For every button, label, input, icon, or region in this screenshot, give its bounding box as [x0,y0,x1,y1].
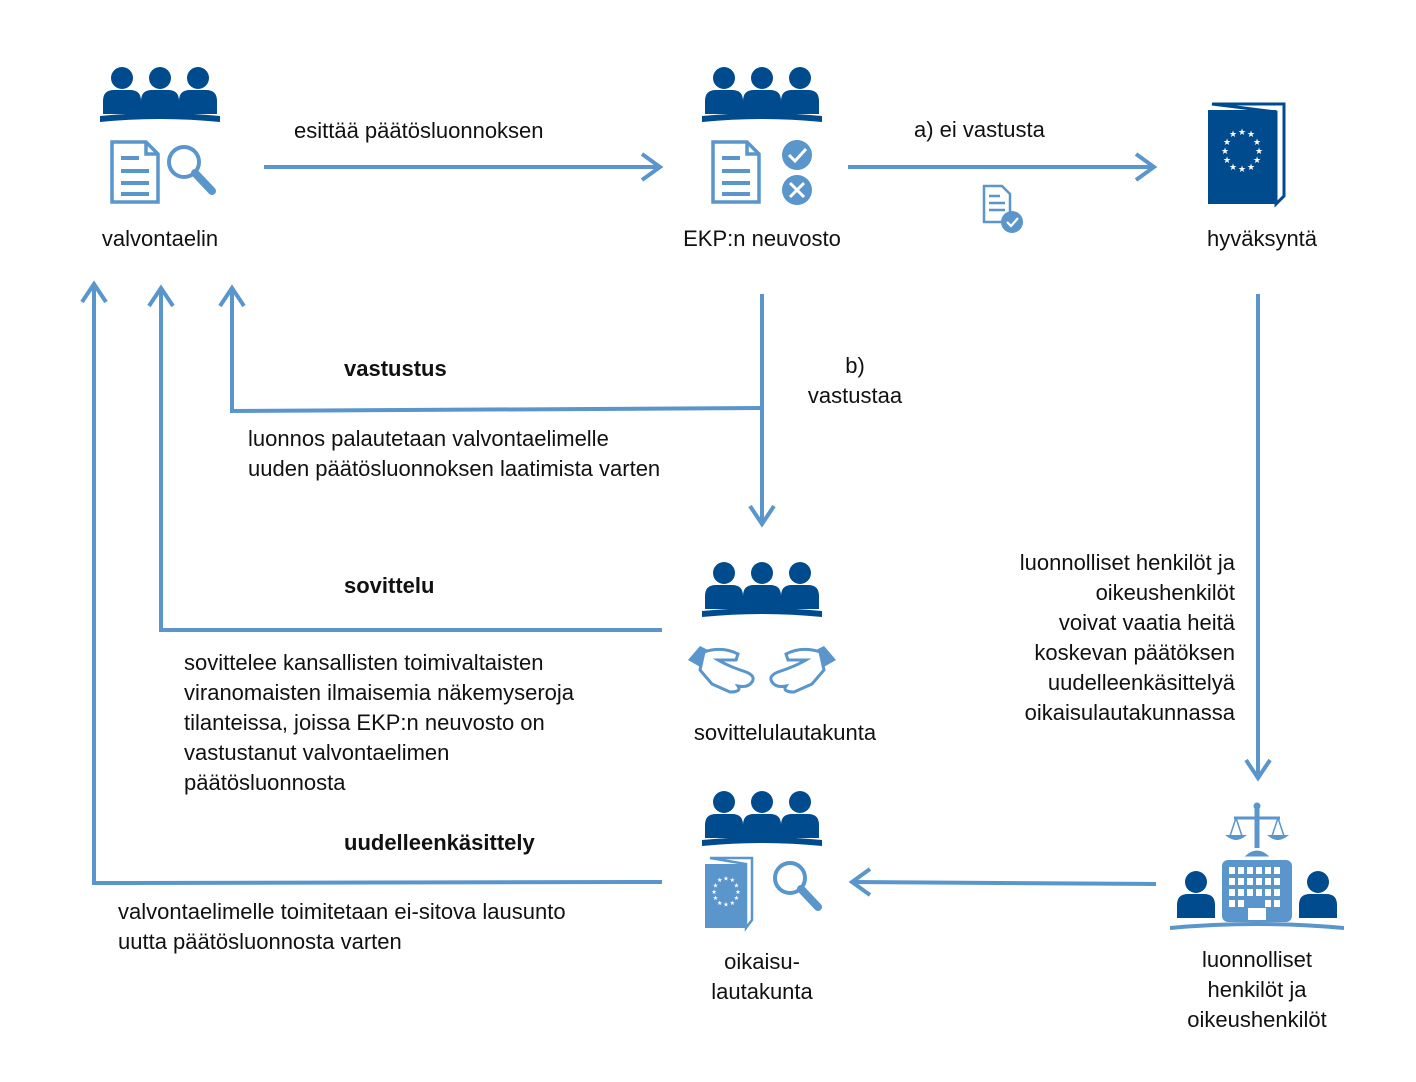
submit-label: esittää päätösluonnoksen [294,118,544,143]
document-icon [711,140,761,204]
arrow-review-return [92,286,663,886]
governing-council-node [702,67,822,205]
arrowhead-mediation-return [147,284,175,308]
mediation-title: sovittelu [344,573,435,598]
persons-label: luonnolliset henkilöt ja oikeushenkilöt [1187,947,1327,1032]
mediation-panel-node [688,562,836,694]
objects-label: b) vastustaa [807,353,903,408]
arrowhead-persons-request [1244,758,1272,782]
people-group-icon [702,562,822,617]
people-group-icon [702,791,822,846]
cross-circle-icon [782,175,812,205]
objection-description: luonnos palautetaan valvontaelimelle uud… [248,426,661,481]
review-board-node [702,791,822,932]
supervisor-label: valvontaelin [101,226,219,251]
people-group-icon [100,67,220,122]
mediation-description: sovittelee kansallisten toimivaltaisten … [184,650,575,795]
document-approved-icon [982,184,1023,233]
eu-book-icon [705,856,754,932]
arrow-mediation-return [159,290,662,632]
review-board-label: oikaisu- lautakunta [711,949,813,1004]
eu-book-icon [1208,102,1286,208]
arrow-objection-return [230,290,763,414]
objection-title: vastustus [344,356,447,381]
arrow-to-review-board [853,880,1157,886]
arrowhead-review-return [80,280,108,304]
persons-node [1170,802,1344,930]
review-description: valvontaelimelle toimitetaan ei-sitova l… [118,899,566,954]
arrowhead-submit [640,152,664,182]
check-circle-icon [782,140,812,170]
person-icon [1177,871,1215,918]
magnifier-icon [169,147,212,191]
magnifier-icon [775,863,818,907]
mediation-panel-label: sovittelulautakunta [693,720,877,745]
supervisor-node [100,67,220,204]
review-title: uudelleenkäsittely [344,830,535,855]
court-building-icon [1222,860,1292,922]
adoption-label: hyväksyntä [1206,226,1318,251]
persons-request-label: luonnolliset henkilöt ja oikeushenkilöt … [1019,550,1235,725]
person-icon [1299,871,1337,918]
people-group-icon [702,67,822,122]
arrowhead-to-review-board [848,867,872,897]
no-objection-label: a) ei vastusta [914,117,1045,142]
scales-icon [1224,802,1290,857]
arrowhead-no-objection [1134,152,1158,182]
handshake-icon [688,646,836,694]
arrowhead-objection-return [218,284,246,308]
governing-council-label: EKP:n neuvosto [683,226,841,251]
arrowhead-objects [748,504,776,528]
document-icon [110,140,160,204]
